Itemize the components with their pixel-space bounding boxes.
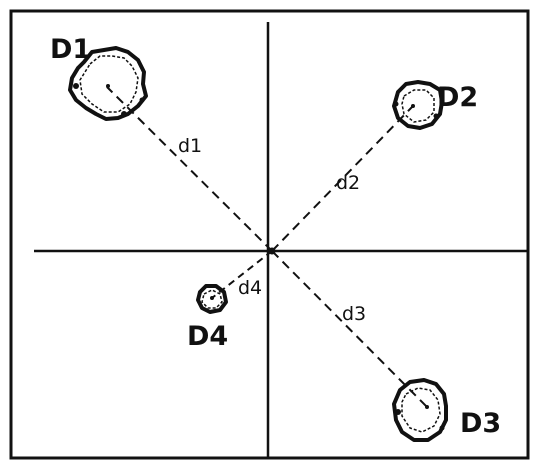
distance-label-d3: d3 [342,303,366,325]
cluster-d3 [392,378,448,442]
cluster-d4 [196,284,228,314]
cluster-label-d3: D3 [460,408,501,439]
cluster-label-d4: D4 [187,321,228,352]
cluster-label-d2: D2 [437,82,478,113]
distance-line-d2 [271,105,414,252]
distance-line-d1 [106,86,273,252]
distance-line-d3 [271,250,428,408]
cluster-d2 [392,80,444,130]
distance-label-d2: d2 [336,172,360,194]
distance-label-d1: d1 [178,135,202,157]
cluster-label-d1: D1 [50,34,91,65]
frame-border [9,9,530,460]
distance-label-d4: d4 [238,277,262,299]
cluster-d1 [68,46,148,121]
